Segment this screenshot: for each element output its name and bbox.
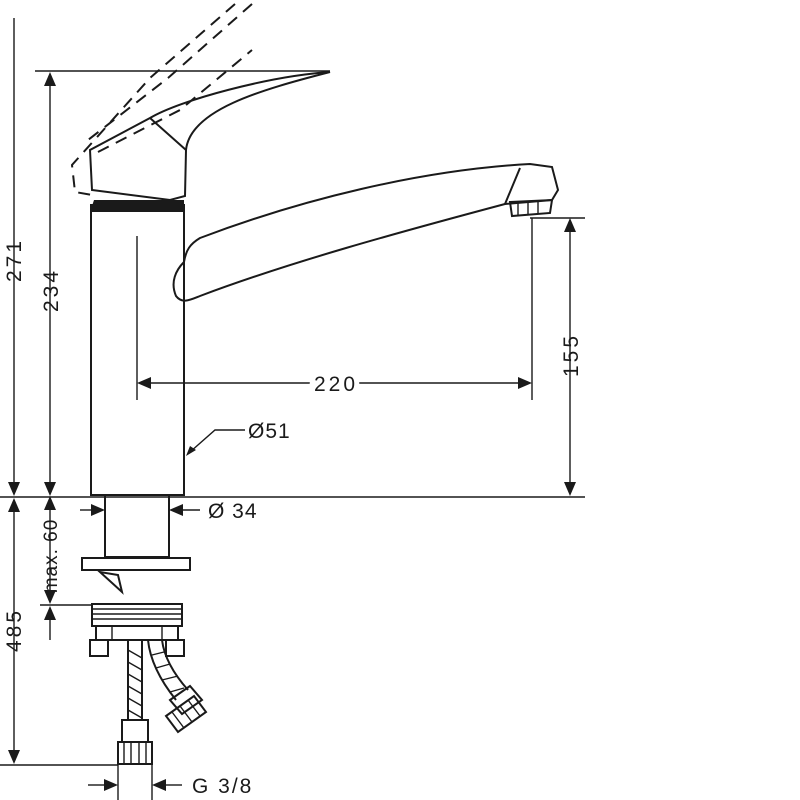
dim-hose-length: 485: [3, 608, 26, 652]
mounting-nut: [89, 603, 185, 657]
dim-body-diameter: Ø51: [248, 420, 291, 443]
lever-handle: [88, 71, 331, 202]
dim-body-height: 234: [40, 268, 63, 312]
supply-hose-straight: [117, 640, 153, 765]
spout: [172, 162, 560, 302]
dim-total-height: 271: [3, 238, 26, 282]
dimension-labels: 271 234 155 220 Ø51 Ø 34 max. 60 485 G 3…: [3, 238, 583, 798]
supply-hose-angled: [147, 639, 208, 734]
dimension-lines: [0, 18, 585, 800]
shank: [104, 494, 170, 558]
dim-shank-diameter: Ø 34: [208, 500, 258, 523]
dim-spout-height: 155: [560, 333, 583, 377]
aerator: [508, 198, 554, 218]
faucet-outline: [70, 3, 560, 765]
mounting-plate: [81, 557, 191, 571]
dim-spout-reach: 220: [314, 373, 358, 396]
dim-thread: G 3/8: [192, 775, 253, 798]
dim-max-counter: max. 60: [41, 519, 62, 594]
lever-raised-ghost: [70, 3, 253, 196]
